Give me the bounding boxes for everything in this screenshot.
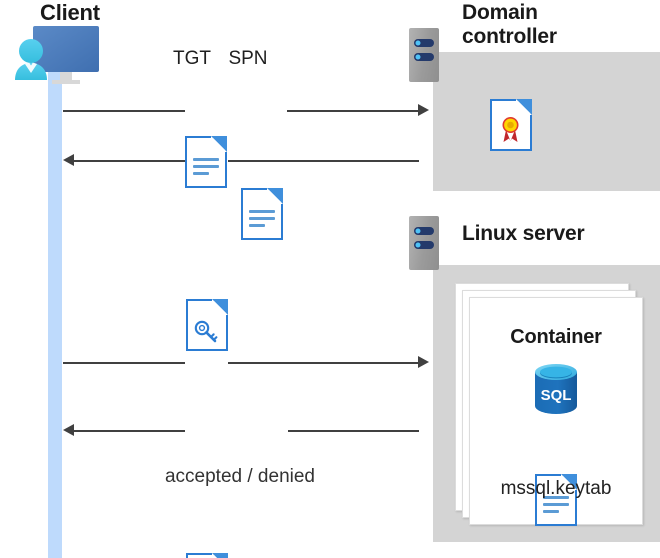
certificate-seal-icon — [502, 117, 519, 142]
domain-controller-panel — [433, 52, 660, 191]
rack-bar — [414, 53, 434, 61]
rack-bar — [414, 241, 434, 249]
tgt-label: TGT — [173, 48, 211, 69]
keytab-file-label: mssql.keytab — [500, 478, 612, 499]
sql-database-icon: SQL — [533, 362, 579, 414]
document-lines-icon — [193, 158, 219, 179]
message-3-line-right — [228, 362, 419, 364]
client-icon — [10, 24, 114, 86]
linux-server-rack-icon — [409, 216, 439, 270]
rack-led-icon — [416, 55, 420, 59]
message-2-arrowhead — [63, 154, 74, 166]
message-4-arrowhead — [63, 424, 74, 436]
rack-led-icon — [416, 41, 420, 45]
spn-label: SPN — [228, 48, 268, 69]
document-lines-icon — [543, 496, 569, 517]
linux-server-title: Linux server — [462, 222, 585, 245]
rack-led-icon — [416, 243, 420, 247]
domain-controller-title: Domain controller — [462, 1, 652, 50]
client-title: Client — [40, 0, 100, 25]
key-icon — [194, 320, 218, 343]
message-1-arrowhead — [418, 104, 429, 116]
message-4-line-right — [288, 430, 419, 432]
message-1-line-left — [63, 110, 185, 112]
domain-controller-rack-icon — [409, 28, 439, 82]
keytab-document-icon — [535, 474, 577, 526]
document-lines-icon — [249, 210, 275, 231]
rack-bar — [414, 227, 434, 235]
certificate-document-icon — [490, 99, 532, 151]
message-2-line-left — [74, 160, 185, 162]
container-stack: Container — [455, 283, 643, 526]
domain-controller-title-line1: Domain — [462, 1, 538, 24]
message-2-line-right — [228, 160, 419, 162]
container-title: Container — [510, 326, 602, 348]
message-1-line-right — [287, 110, 419, 112]
message-3-arrowhead — [418, 356, 429, 368]
accepted-denied-caption: accepted / denied — [164, 466, 315, 487]
spn-document-icon — [241, 188, 283, 240]
message-3-line-left — [63, 362, 185, 364]
request-key-document-icon — [186, 553, 228, 558]
tgt-document-icon — [185, 136, 227, 188]
ticket-key-document-icon — [186, 299, 228, 351]
container-card-front: Container — [469, 297, 643, 526]
svg-text:SQL: SQL — [541, 387, 572, 404]
rack-bar — [414, 39, 434, 47]
message-4-line-left — [74, 430, 185, 432]
client-lifeline — [48, 60, 62, 558]
rack-led-icon — [416, 229, 420, 233]
domain-controller-title-line2: controller — [462, 25, 557, 49]
